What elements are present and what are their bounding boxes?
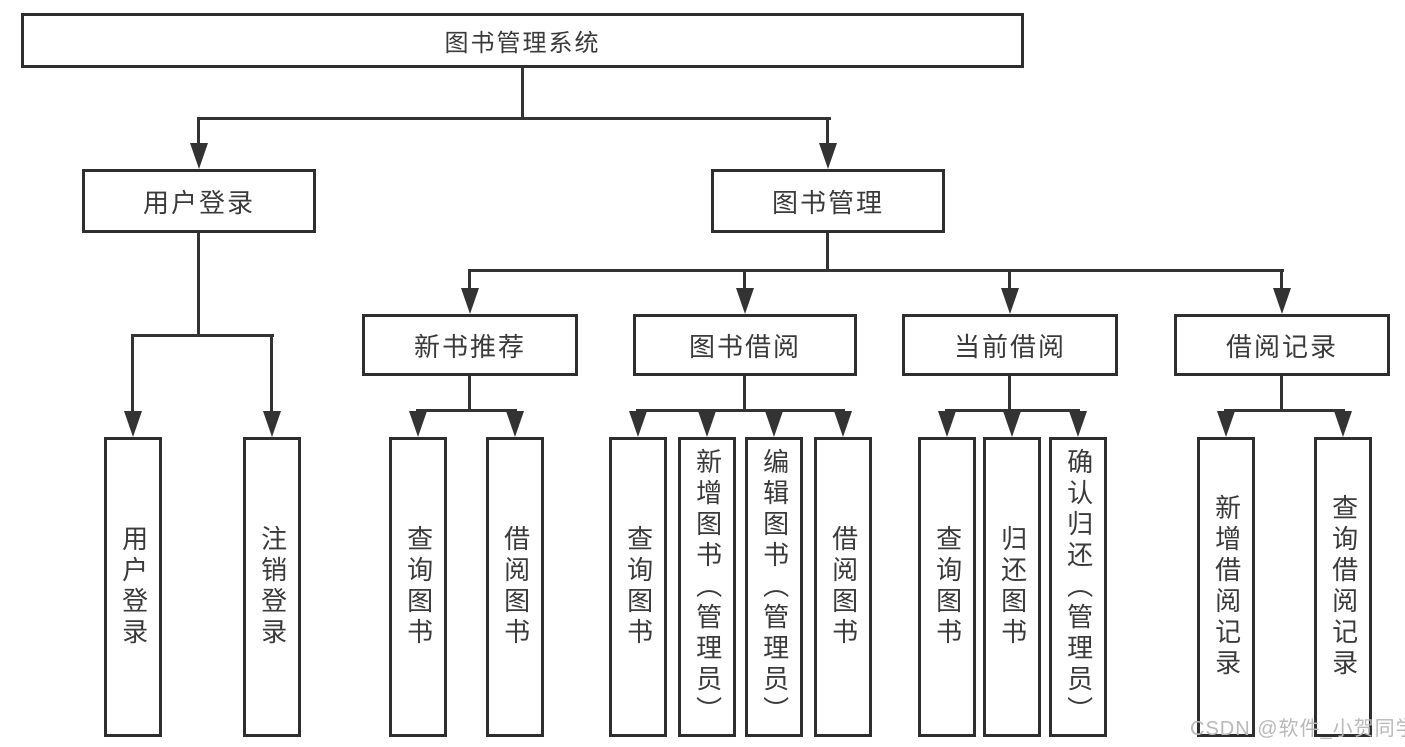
connector-line <box>197 117 831 120</box>
arrow-down-icon <box>1217 411 1235 437</box>
node-borrow-records: 借阅记录 <box>1174 314 1390 376</box>
node-borrow-records-label: 借阅记录 <box>1225 331 1338 362</box>
arrow-down-icon <box>629 411 647 437</box>
leaf-query-books-recommend: 查询图书 <box>389 437 447 737</box>
leaf-borrow-books-recommend-label: 借阅图书 <box>500 525 531 649</box>
connector-line <box>1008 269 1011 290</box>
leaf-logout: 注销登录 <box>243 437 301 737</box>
arrow-down-icon <box>190 143 208 169</box>
arrow-down-icon <box>819 143 837 169</box>
node-root-system: 图书管理系统 <box>21 13 1024 68</box>
node-user-login: 用户登录 <box>82 169 316 233</box>
arrow-down-icon <box>1069 411 1087 437</box>
arrow-down-icon <box>736 288 754 314</box>
node-current-borrow-label: 当前借阅 <box>953 331 1066 362</box>
connector-line <box>468 269 471 290</box>
connector-line <box>468 376 471 412</box>
leaf-return-books: 归还图书 <box>983 437 1041 737</box>
leaf-edit-books-admin-label: 编辑图书（管理员） <box>759 447 790 727</box>
connector-line <box>945 409 1080 412</box>
leaf-add-books-admin: 新增图书（管理员） <box>678 437 736 737</box>
connector-line <box>1224 409 1345 412</box>
node-book-borrow: 图书借阅 <box>633 314 857 376</box>
leaf-return-books-label: 归还图书 <box>997 525 1028 649</box>
connector-line <box>636 409 845 412</box>
arrow-down-icon <box>698 411 716 437</box>
connector-line <box>743 269 746 290</box>
node-root-label: 图书管理系统 <box>444 30 601 57</box>
connector-line <box>131 334 134 413</box>
connector-line <box>743 376 746 412</box>
arrow-down-icon <box>461 288 479 314</box>
arrow-down-icon <box>1273 288 1291 314</box>
leaf-logout-label: 注销登录 <box>257 525 288 649</box>
leaf-query-books-current-label: 查询图书 <box>932 525 963 649</box>
leaf-user-login-label: 用户登录 <box>118 525 149 649</box>
connector-line <box>197 117 200 145</box>
connector-line <box>1008 376 1011 412</box>
connector-line <box>521 68 524 118</box>
leaf-user-login: 用户登录 <box>104 437 162 737</box>
leaf-query-books-current: 查询图书 <box>918 437 976 737</box>
leaf-borrow-books-label: 借阅图书 <box>828 525 859 649</box>
connector-line <box>468 269 1284 272</box>
node-book-management-label: 图书管理 <box>771 187 884 218</box>
leaf-confirm-return-admin-label: 确认归还（管理员） <box>1063 447 1094 727</box>
connector-line <box>131 334 274 337</box>
arrow-down-icon <box>506 411 524 437</box>
arrow-down-icon <box>1334 411 1352 437</box>
arrow-down-icon <box>1003 411 1021 437</box>
connector-line <box>826 233 829 272</box>
arrow-down-icon <box>1001 288 1019 314</box>
leaf-query-books-borrow-label: 查询图书 <box>623 525 654 649</box>
connector-line <box>197 233 200 337</box>
node-book-borrow-label: 图书借阅 <box>688 331 801 362</box>
leaf-borrow-books-recommend: 借阅图书 <box>486 437 544 737</box>
node-current-borrow: 当前借阅 <box>902 314 1118 376</box>
connector-line <box>416 409 517 412</box>
arrow-down-icon <box>409 411 427 437</box>
connector-line <box>270 334 273 413</box>
connector-line <box>826 117 829 145</box>
arrow-down-icon <box>263 411 281 437</box>
node-book-management: 图书管理 <box>711 169 945 233</box>
leaf-confirm-return-admin: 确认归还（管理员） <box>1049 437 1107 737</box>
leaf-query-borrow-record-label: 查询借阅记录 <box>1328 494 1359 680</box>
arrow-down-icon <box>938 411 956 437</box>
leaf-query-borrow-record: 查询借阅记录 <box>1314 437 1372 737</box>
leaf-add-borrow-record-label: 新增借阅记录 <box>1211 494 1242 680</box>
arrow-down-icon <box>124 411 142 437</box>
leaf-edit-books-admin: 编辑图书（管理员） <box>745 437 803 737</box>
csdn-watermark: CSDN @软件_小贺同学 <box>1190 718 1405 740</box>
node-new-book-recommend: 新书推荐 <box>362 314 578 376</box>
leaf-query-books-borrow: 查询图书 <box>609 437 667 737</box>
leaf-add-borrow-record: 新增借阅记录 <box>1197 437 1255 737</box>
connector-line <box>1280 376 1283 412</box>
leaf-add-books-admin-label: 新增图书（管理员） <box>692 447 723 727</box>
leaf-borrow-books: 借阅图书 <box>814 437 872 737</box>
node-new-book-recommend-label: 新书推荐 <box>413 331 526 362</box>
arrow-down-icon <box>765 411 783 437</box>
node-user-login-label: 用户登录 <box>142 187 255 218</box>
arrow-down-icon <box>834 411 852 437</box>
connector-line <box>1280 269 1283 290</box>
leaf-query-books-recommend-label: 查询图书 <box>403 525 434 649</box>
